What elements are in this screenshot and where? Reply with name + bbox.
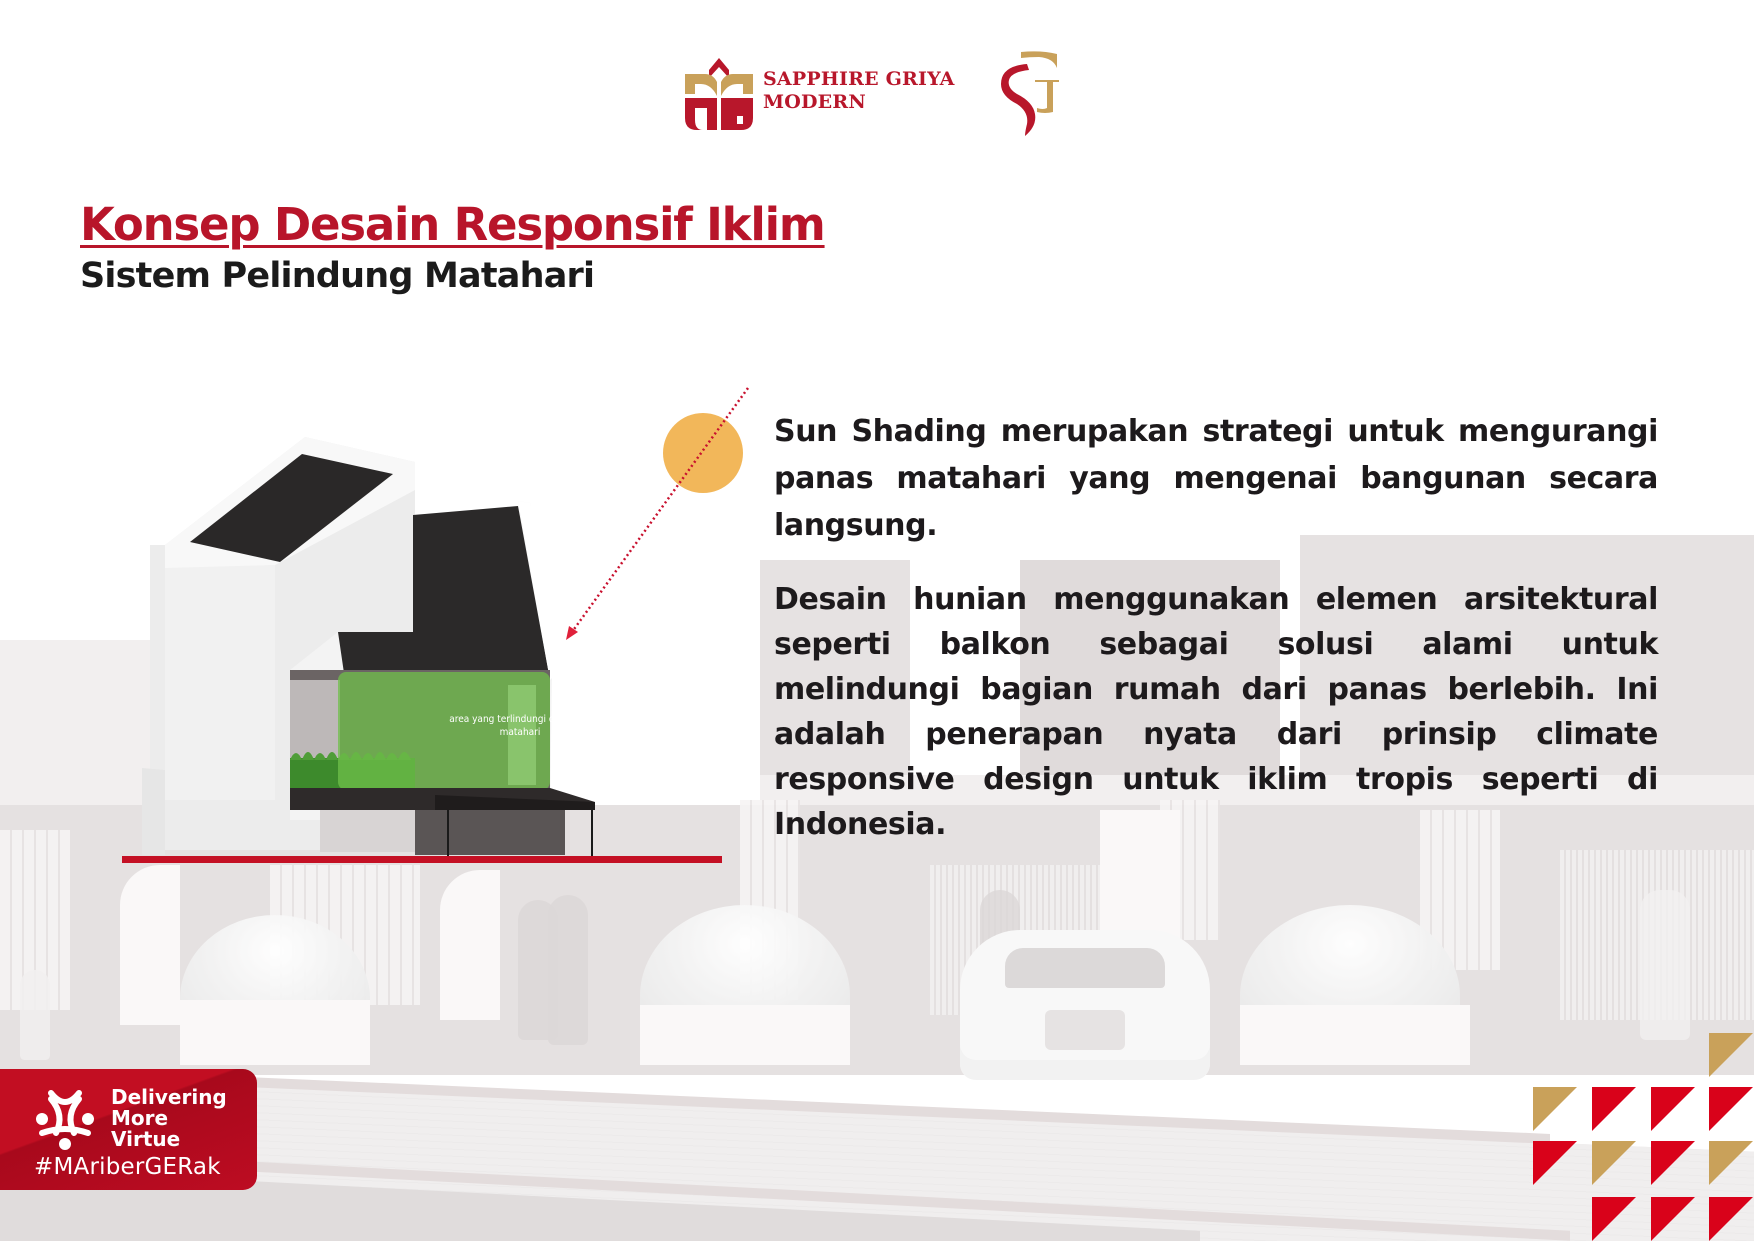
sg-monogram-icon [1001,51,1059,136]
shaded-area-label: area yang terlindungi dri panas matahari [449,714,591,738]
description-text: Sun Shading merupakan strategi untuk men… [774,408,1658,847]
shaded-area [338,672,550,790]
sun-shading-house-illustration [142,437,595,856]
description-paragraph-1: Sun Shading merupakan strategi untuk men… [774,414,1658,543]
brand-name: SAPPHIRE GRIYA MODERN [763,68,955,114]
background-sky [0,0,1754,520]
badge-line-3: Virtue [111,1127,181,1151]
page-subtitle: Sistem Pelindung Matahari [80,256,595,296]
ground-baseline [122,856,722,863]
bg-car [960,930,1210,1080]
brand-logo: SAPPHIRE GRIYA MODERN [683,50,955,132]
bg-arch-1 [440,870,500,1020]
house-left-roof [190,454,393,562]
brand-name-line2: MODERN [763,91,866,113]
sun-icon [663,413,743,493]
bg-car-grille [1045,1010,1125,1050]
bg-planter-1 [180,1000,370,1065]
bg-person-2 [548,895,588,1045]
bg-eave [760,775,1754,805]
bg-house-right-wall [1020,560,1280,790]
description-paragraph-2: Desain hunian menggunakan elemen arsitek… [774,582,1658,842]
lotus-sg-logo-icon [685,58,753,130]
badge-hashtag: #MAriberGERak [34,1154,221,1180]
house-right-roof [338,506,550,680]
badge-line-2: More [111,1106,169,1130]
bg-planter-2 [640,1005,850,1065]
bg-car-window [1005,948,1165,988]
bg-person-child [20,970,50,1060]
delivering-more-virtue-badge: Delivering More Virtue #MAriberGERak [0,1069,257,1190]
bg-planter-3 [1240,1005,1470,1065]
bg-person-bike [1640,890,1690,1040]
badge-line-1: Delivering [111,1085,227,1109]
page-title: Konsep Desain Responsif Iklim [80,198,826,251]
bg-arch-2 [120,865,180,1025]
badge-slogan: Delivering More Virtue [111,1087,227,1150]
brand-name-line1: SAPPHIRE GRIYA [763,68,955,90]
people-circle-icon [36,1090,94,1150]
